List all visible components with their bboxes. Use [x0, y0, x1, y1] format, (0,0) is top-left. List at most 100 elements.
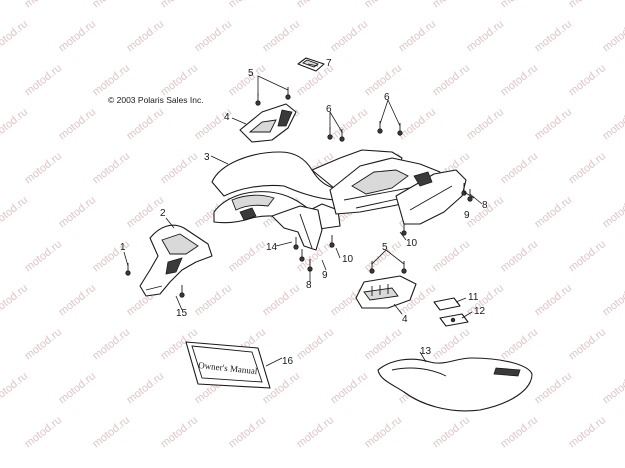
watermark-text: motod.ru: [0, 282, 30, 318]
screw-head-icon: [369, 268, 375, 274]
screw-head-icon: [179, 292, 185, 298]
callout-15: 15: [176, 308, 188, 319]
watermark-text: motod.ru: [90, 414, 132, 450]
watermark-text: motod.ru: [532, 194, 574, 230]
watermark-text: motod.ru: [192, 18, 234, 54]
callout-8-right: 8: [482, 200, 488, 211]
watermark-text: motod.ru: [226, 0, 268, 10]
callout-4-upper: 4: [224, 112, 230, 123]
watermark-text: motod.ru: [56, 370, 98, 406]
watermark-text: motod.ru: [192, 282, 234, 318]
callout-9-left: 9: [322, 270, 328, 281]
watermark-text: motod.ru: [600, 194, 625, 230]
screw-head-icon: [255, 100, 261, 106]
watermark-text: motod.ru: [0, 194, 30, 230]
watermark-text: motod.ru: [0, 370, 30, 406]
screw-head-icon: [327, 134, 333, 140]
watermark-text: motod.ru: [56, 106, 98, 142]
watermark-text: motod.ru: [22, 238, 64, 274]
watermark-text: motod.ru: [22, 414, 64, 450]
watermark-text: motod.ru: [328, 106, 370, 142]
watermark-text: motod.ru: [566, 326, 608, 362]
watermark-text: motod.ru: [566, 62, 608, 98]
screw-head-icon: [293, 244, 299, 250]
watermark-text: motod.ru: [532, 18, 574, 54]
part-16-owners-manual: Owner's Manual: [185, 341, 271, 389]
watermark-text: motod.ru: [498, 238, 540, 274]
watermark-text: motod.ru: [226, 414, 268, 450]
screw-head-icon: [285, 94, 291, 100]
watermark-text: motod.ru: [90, 150, 132, 186]
watermark-text: motod.ru: [430, 414, 472, 450]
watermark-text: motod.ru: [430, 62, 472, 98]
callout-3: 3: [204, 152, 210, 163]
watermark-text: motod.ru: [532, 282, 574, 318]
watermark-text: motod.ru: [90, 326, 132, 362]
part-13-seat: [377, 357, 533, 412]
screw-head-icon: [377, 128, 383, 134]
callout-2: 2: [160, 208, 166, 219]
watermark-text: motod.ru: [430, 238, 472, 274]
watermark-text: motod.ru: [90, 0, 132, 10]
watermark-text: motod.ru: [566, 150, 608, 186]
watermark-text: motod.ru: [566, 238, 608, 274]
watermark-text: motod.ru: [124, 106, 166, 142]
callouts: 1 2 3 4 4 5 5 6 6 7 8 8 9 9 10 10 11 12 …: [120, 58, 488, 367]
watermark-text: motod.ru: [464, 106, 506, 142]
watermark-text: motod.ru: [600, 282, 625, 318]
watermark-text: motod.ru: [22, 326, 64, 362]
watermark-text: motod.ru: [158, 0, 200, 10]
copyright-text: © 2003 Polaris Sales Inc.: [108, 95, 204, 105]
callout-14: 14: [266, 242, 278, 253]
screw-head-icon: [467, 196, 473, 202]
watermark-text: motod.ru: [90, 62, 132, 98]
watermark-text: motod.ru: [566, 0, 608, 10]
callout-5-upper: 5: [248, 68, 254, 79]
watermark-text: motod.ru: [260, 282, 302, 318]
watermark-text: motod.ru: [260, 18, 302, 54]
fasteners: [125, 87, 473, 298]
screw-head-icon: [125, 270, 131, 276]
watermark-text: motod.ru: [498, 150, 540, 186]
watermark-text: motod.ru: [328, 370, 370, 406]
watermark-text: motod.ru: [566, 414, 608, 450]
screw-head-icon: [397, 130, 403, 136]
watermark-text: motod.ru: [328, 18, 370, 54]
callout-7: 7: [326, 58, 332, 69]
screw-head-icon: [401, 268, 407, 274]
watermark-text: motod.ru: [22, 62, 64, 98]
watermark-text: motod.ru: [124, 18, 166, 54]
watermark-text: motod.ru: [56, 282, 98, 318]
part-12-decal: [439, 313, 469, 327]
callout-13: 13: [420, 346, 432, 357]
part-4-upper-side-panel: [239, 103, 297, 143]
watermark-text: motod.ru: [600, 106, 625, 142]
watermark-text: motod.ru: [0, 106, 30, 142]
watermark-text: motod.ru: [124, 370, 166, 406]
watermark-text: motod.ru: [158, 62, 200, 98]
part-2-nose-panel: [139, 224, 213, 297]
callout-16: 16: [282, 356, 294, 367]
watermark-text: motod.ru: [464, 18, 506, 54]
watermark-text: motod.ru: [396, 18, 438, 54]
watermark-text: motod.ru: [498, 414, 540, 450]
callout-10-left: 10: [342, 254, 354, 265]
screw-head-icon: [329, 242, 335, 248]
watermark-text: motod.ru: [158, 414, 200, 450]
watermark-text: motod.ru: [532, 106, 574, 142]
callout-6-left: 6: [326, 104, 332, 115]
watermark-text: motod.ru: [532, 370, 574, 406]
callout-5-lower: 5: [382, 242, 388, 253]
callout-12: 12: [474, 306, 486, 317]
callout-11: 11: [468, 292, 479, 303]
watermark-text: motod.ru: [600, 370, 625, 406]
callout-1: 1: [120, 242, 126, 253]
screw-head-icon: [299, 256, 305, 262]
watermark-text: motod.ru: [294, 326, 336, 362]
watermark-text: motod.ru: [362, 326, 404, 362]
watermark-text: motod.ru: [430, 0, 472, 10]
watermark-text: motod.ru: [498, 62, 540, 98]
watermark-text: motod.ru: [498, 0, 540, 10]
part-3-fender-assembly: [211, 149, 467, 251]
watermark-text: motod.ru: [56, 18, 98, 54]
